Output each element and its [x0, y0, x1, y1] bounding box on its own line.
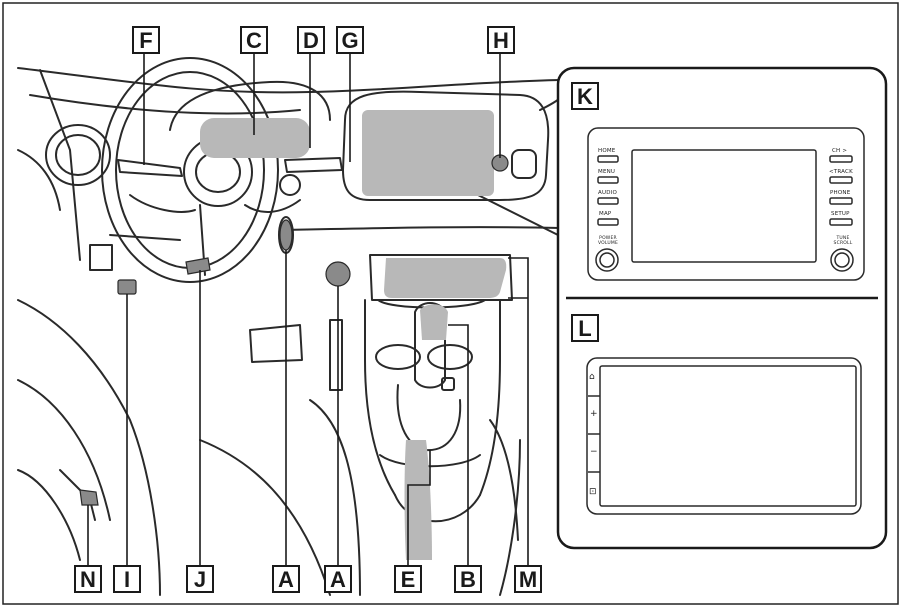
- callout-i: I: [113, 565, 141, 593]
- head-unit-setup-label: SETUP: [831, 211, 850, 217]
- head-unit-ch-label: CH >: [832, 148, 848, 154]
- callout-b: B: [454, 565, 482, 593]
- head-unit-track-label: <TRACK: [829, 169, 853, 175]
- head-unit-audio-label: AUDIO: [598, 190, 617, 196]
- callout-c: C: [240, 26, 268, 54]
- display-home-icon: ⌂: [589, 372, 595, 382]
- head-unit-tune-scroll-label: TUNE SCROLL: [833, 236, 853, 246]
- head-unit-power-volume-label: POWER VOLUME: [597, 236, 619, 246]
- head-unit-map-label: MAP: [599, 211, 612, 217]
- callout-h: H: [487, 26, 515, 54]
- callout-e: E: [394, 565, 422, 593]
- callout-a-dial: A: [272, 565, 300, 593]
- callout-j: J: [186, 565, 214, 593]
- callout-n: N: [74, 565, 102, 593]
- display-minus-icon: −: [590, 447, 598, 457]
- callout-l: L: [571, 314, 599, 342]
- display-screen-icon: ⊡: [589, 487, 597, 497]
- head-unit-phone-label: PHONE: [830, 190, 851, 196]
- display-plus-icon: +: [590, 409, 598, 419]
- callout-a-knob: A: [324, 565, 352, 593]
- callout-d: D: [297, 26, 325, 54]
- callout-f: F: [132, 26, 160, 54]
- callout-m: M: [514, 565, 542, 593]
- callout-k: K: [571, 82, 599, 110]
- head-unit-home-label: HOME: [598, 148, 616, 154]
- head-unit-menu-label: MENU: [598, 169, 616, 175]
- callout-g: G: [336, 26, 364, 54]
